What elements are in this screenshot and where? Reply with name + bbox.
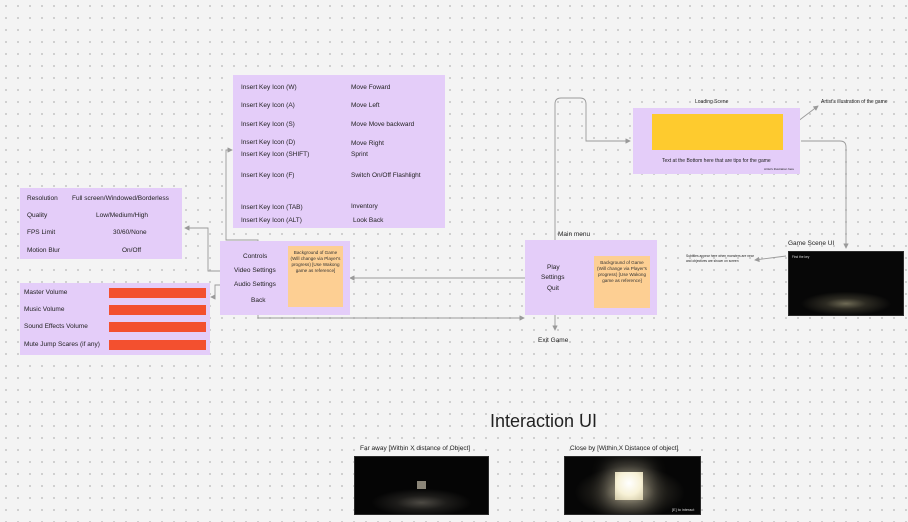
control-key-tab: Insert Key Icon (TAB) (241, 204, 303, 211)
far-object-cube (417, 481, 426, 489)
control-action-tab: Inventory (351, 203, 378, 210)
control-key-f: Insert Key Icon (F) (241, 172, 295, 179)
video-label-motion-blur: Motion Blur (27, 247, 60, 254)
sfx-volume-slider[interactable] (109, 322, 206, 332)
close-by-label: Close by [Within X Distance of object] (570, 445, 679, 452)
loading-scene-annotation: Artist's illustration of the game (821, 99, 888, 105)
exit-game-label: Exit Game (538, 337, 569, 344)
settings-item-video[interactable]: Video Settings (234, 267, 276, 274)
settings-menu-panel: Controls Video Settings Audio Settings B… (220, 241, 350, 315)
audio-label-sfx: Sound Effects Volume (24, 323, 88, 330)
far-away-label: Far away [Within X distance of Object] (360, 445, 471, 452)
game-scene-side-note: Subtitles appear here when monsters are … (686, 254, 754, 263)
interact-prompt: [E] to interact (672, 508, 695, 512)
main-background-note: Background of Game (Will change via Play… (594, 256, 650, 308)
controls-panel: Insert Key Icon (W) Move Foward Insert K… (233, 75, 445, 228)
audio-label-jump-scares: Mute Jump Scares (if any) (24, 341, 100, 348)
settings-item-back[interactable]: Back (251, 297, 266, 304)
control-action-w: Move Foward (351, 84, 391, 91)
far-away-screenshot (354, 456, 489, 515)
master-volume-slider[interactable] (109, 288, 206, 298)
control-key-alt: Insert Key Icon (ALT) (241, 217, 302, 224)
video-value-fps: 30/60/None (113, 229, 147, 236)
music-volume-slider[interactable] (109, 305, 206, 315)
control-key-s: Insert Key Icon (S) (241, 121, 295, 128)
control-key-d: Insert Key Icon (D) (241, 139, 296, 146)
jump-scare-toggle[interactable] (109, 340, 206, 350)
video-value-motion-blur: On/Off (122, 247, 142, 254)
control-action-alt: Look Back (353, 217, 384, 224)
audio-label-music: Music Volume (24, 306, 65, 313)
audio-settings-panel: Master Volume Music Volume Sound Effects… (20, 283, 210, 355)
video-label-quality: Quality (27, 212, 48, 219)
game-scene-title: Game Scene UI (788, 240, 835, 247)
audio-label-master: Master Volume (24, 289, 68, 296)
settings-background-note: Background of Game (Will change via Play… (288, 246, 343, 307)
loading-tip-caption: Text at the Bottom here that are tips fo… (662, 158, 771, 164)
loading-scene-title: Loading Scene (695, 99, 729, 105)
loading-scene-panel: Text at the Bottom here that are tips fo… (633, 108, 800, 174)
control-action-a: Move Left (351, 102, 380, 109)
video-value-resolution: Full screen/Windowed/Borderless (72, 195, 169, 202)
main-menu-settings[interactable]: Settings (541, 274, 565, 281)
game-hud-text: Find the key (792, 255, 810, 259)
connector-play (554, 97, 631, 264)
loading-small-text: Artist's illustration here (764, 167, 795, 171)
main-menu-title: Main menu (558, 231, 591, 238)
interaction-ui-title: Interaction UI (490, 411, 598, 431)
control-action-d: Move Right (351, 140, 384, 147)
control-action-s: Move Move backward (351, 121, 415, 128)
video-value-quality: Low/Medium/High (96, 212, 149, 219)
control-key-w: Insert Key Icon (W) (241, 84, 297, 91)
main-menu-panel: Play Settings Quit Background of Game (W… (525, 240, 657, 315)
settings-item-controls[interactable]: Controls (243, 253, 268, 260)
close-by-screenshot: [E] to interact (564, 456, 701, 515)
video-settings-panel: Resolution Full screen/Windowed/Borderle… (20, 188, 182, 259)
control-action-f: Switch On/Off Flashlight (351, 172, 421, 179)
settings-item-audio[interactable]: Audio Settings (234, 281, 276, 288)
connector-game-note (754, 255, 787, 263)
control-key-shift: Insert Key Icon (SHIFT) (241, 151, 310, 158)
video-label-resolution: Resolution (27, 195, 58, 202)
close-object-cube (615, 472, 643, 500)
connector-loading-game (801, 140, 849, 249)
main-menu-quit[interactable]: Quit (547, 285, 559, 292)
loading-illustration-placeholder (652, 114, 783, 150)
game-scene-screenshot: Find the key (788, 251, 904, 316)
control-action-shift: Sprint (351, 151, 368, 158)
control-key-a: Insert Key Icon (A) (241, 102, 295, 109)
video-label-fps: FPS Limit (27, 229, 56, 236)
main-menu-play[interactable]: Play (547, 264, 560, 271)
